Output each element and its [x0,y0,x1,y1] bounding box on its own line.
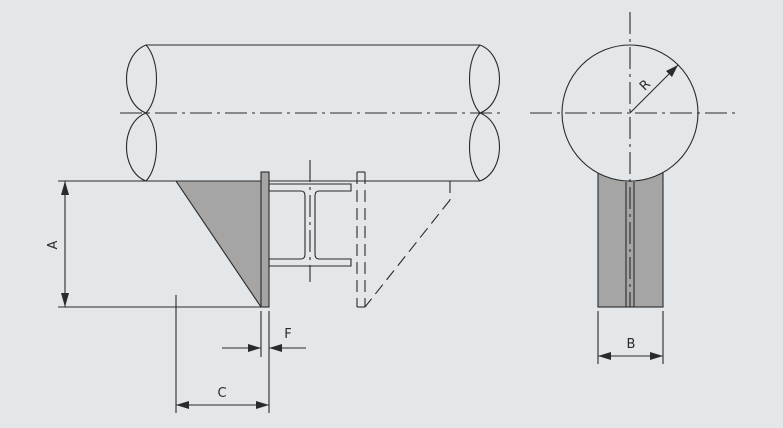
i-beam-outline [268,183,352,267]
radius-arrow [666,65,678,77]
end-view: R [530,12,740,308]
dim-c-label: C [217,386,226,401]
hidden-gusset-diagonal [364,199,451,308]
dim-f-arrow-right [269,344,282,352]
i-beam-section [268,160,352,282]
pipe-left-break-inner [145,44,157,182]
end-plate [260,171,270,308]
dim-a-arrow-bottom [61,293,69,307]
dim-b-arrow-right [650,352,663,360]
dim-a-label: A [46,240,61,249]
hidden-support-outline [356,171,451,308]
dim-a-arrow-top [61,181,69,195]
dimension-b: B [597,311,664,364]
dim-f-label: F [284,327,291,342]
dim-f-arrow-left [248,344,261,352]
dimension-f: F [222,311,306,357]
dim-b-label: B [627,337,636,352]
dimension-c: C [175,295,270,413]
gusset-plate [174,180,267,308]
dim-c-arrow-left [176,401,189,409]
dimension-a: A [46,180,261,308]
dim-b-arrow-left [598,352,611,360]
dim-c-arrow-right [256,401,269,409]
